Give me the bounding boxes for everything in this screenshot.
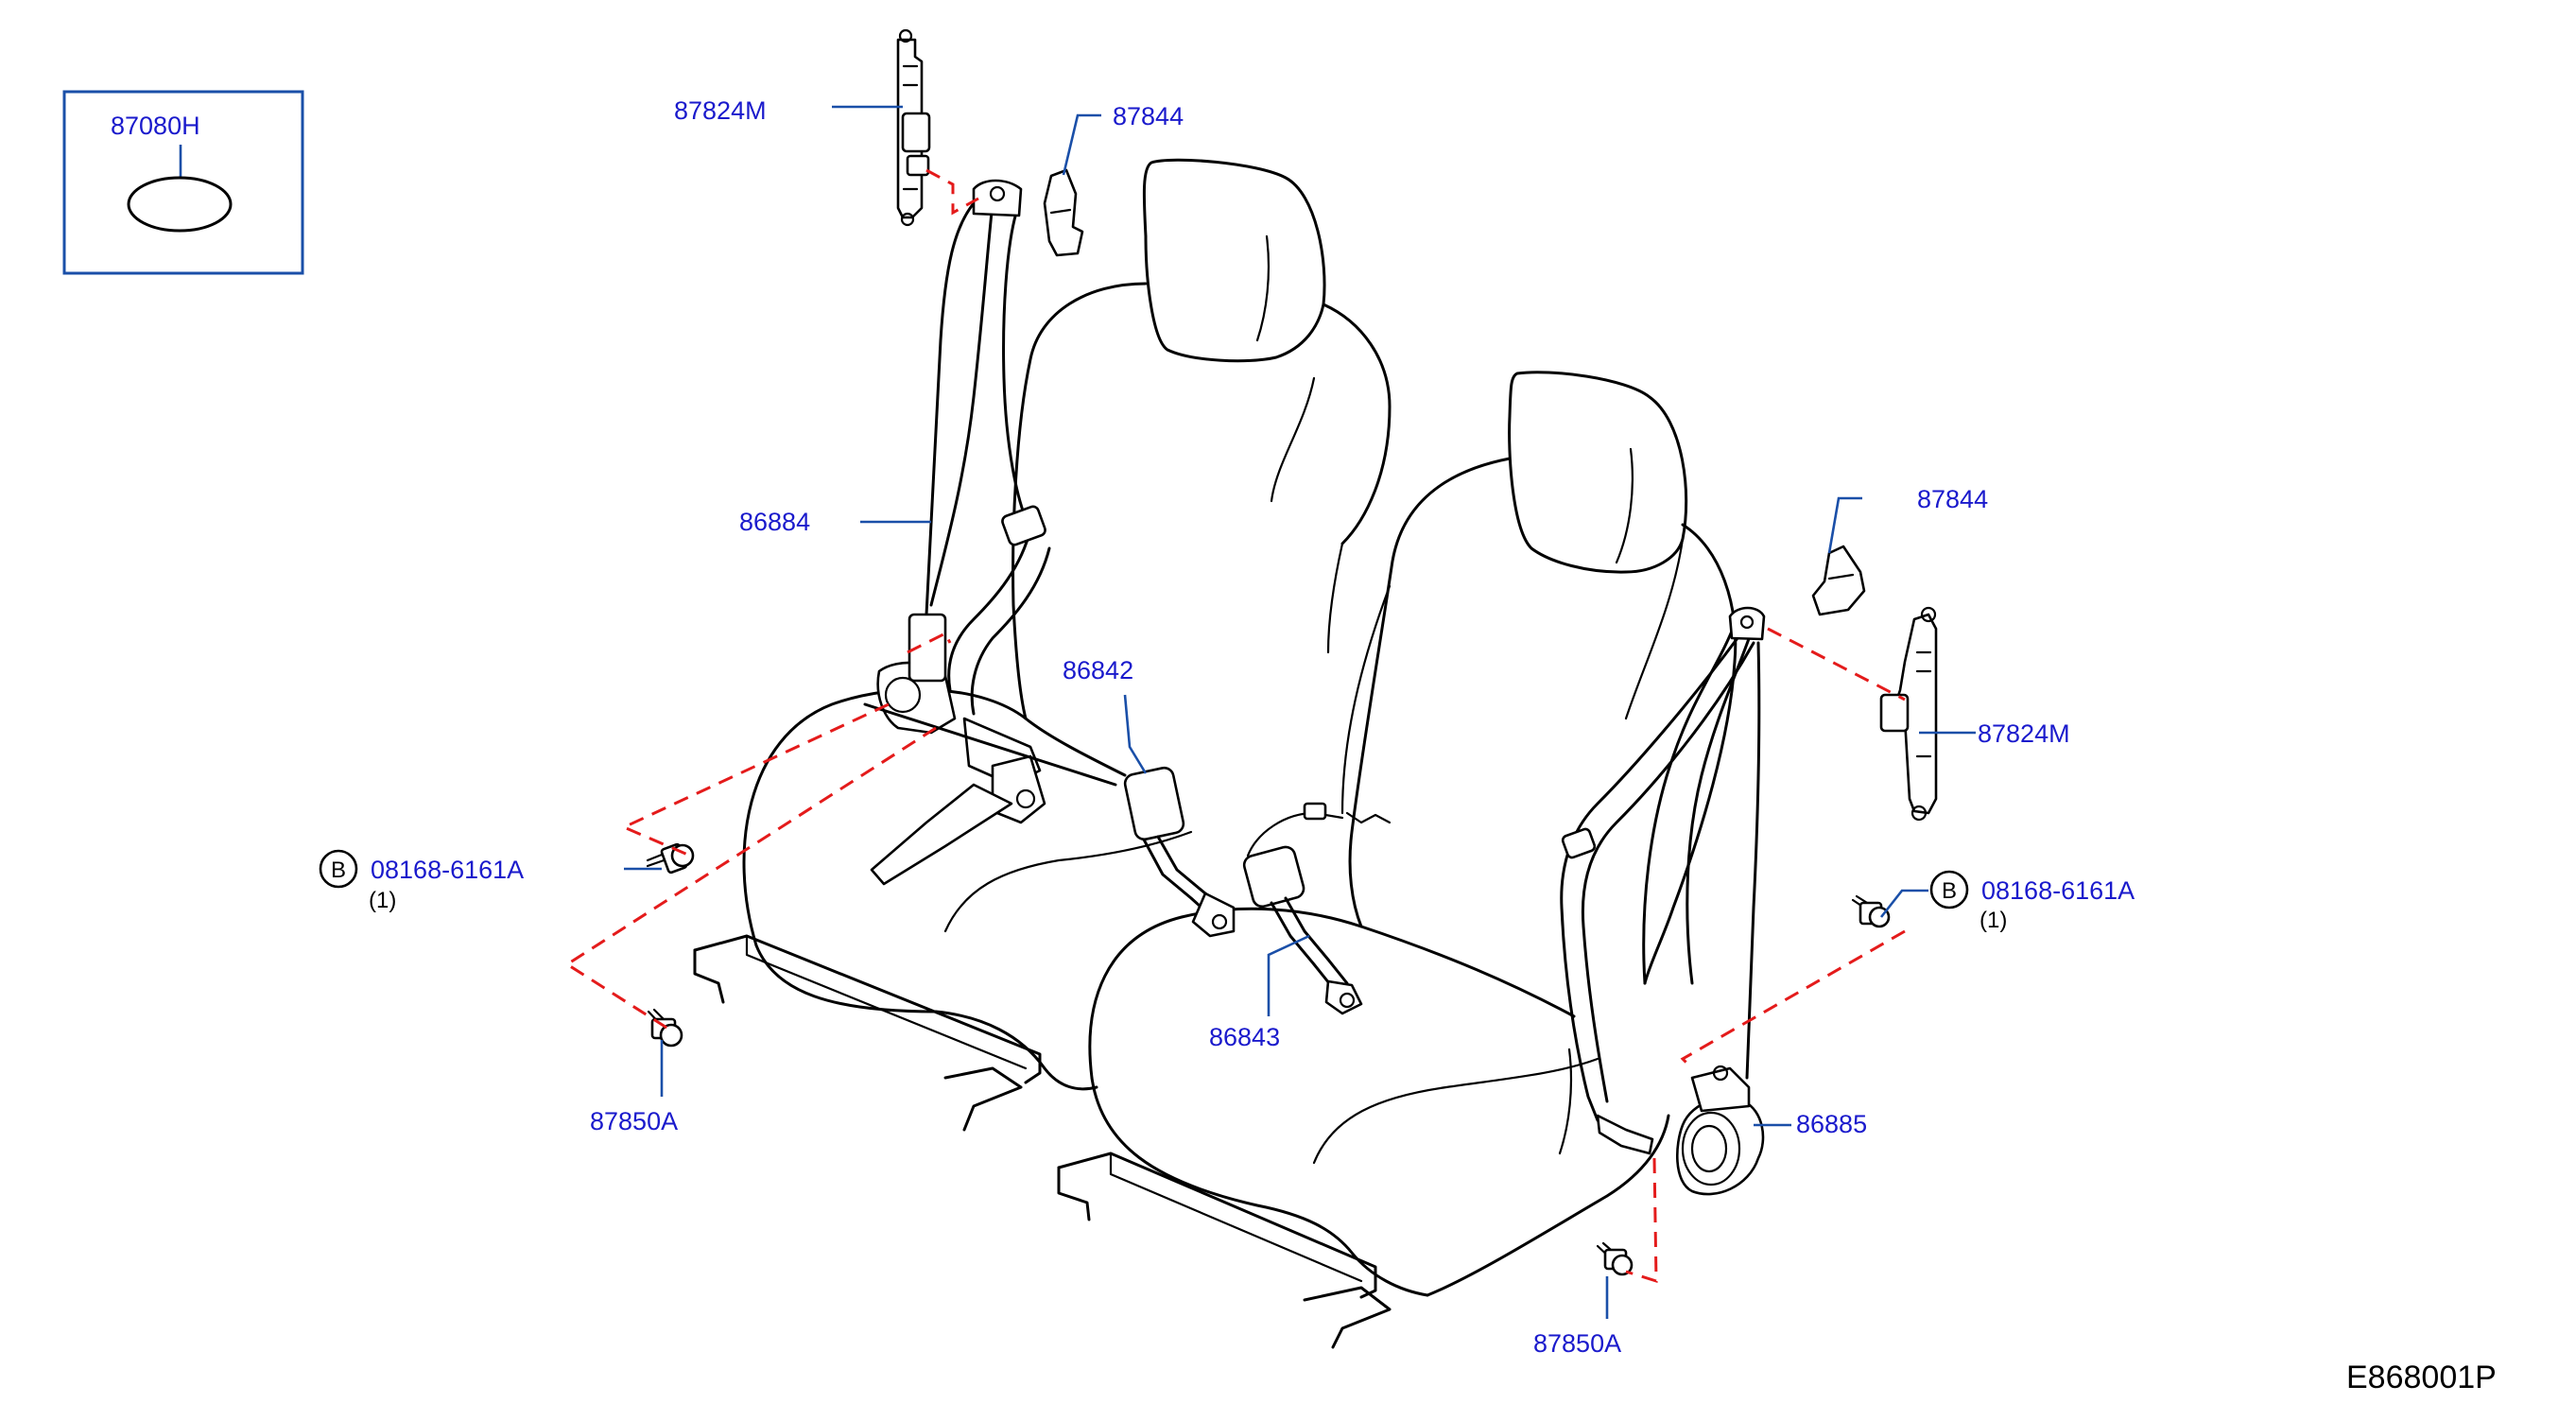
callout-labels: 87824M 87844 86884 86842 86843 87844 878… — [590, 96, 2070, 1358]
callout-87850a-left: 87850A — [590, 1107, 678, 1135]
callout-87824m-left: 87824M — [674, 96, 767, 125]
left-height-adjuster — [896, 28, 931, 227]
b-symbol-letter: B — [331, 857, 346, 883]
bolt-right-lower — [1596, 1241, 1634, 1276]
left-belt-assembly — [863, 179, 1117, 886]
callout-86885: 86885 — [1796, 1110, 1867, 1138]
right-seat — [1057, 371, 1738, 1349]
b-symbol-icon — [1929, 870, 1969, 909]
callout-86884: 86884 — [739, 508, 810, 536]
bolt-ref-right-qty: (1) — [1980, 908, 2007, 933]
bolt-right-upper — [1851, 894, 1891, 928]
bolt-left-lower — [647, 1008, 683, 1048]
bolt-ref-right-number: 08168-6161A — [1981, 876, 2135, 905]
dashed-guide-lines — [564, 168, 1906, 1284]
callout-87824m-right: 87824M — [1978, 719, 2070, 748]
diagram-code: E868001P — [2346, 1360, 2497, 1395]
bolt-ref-left-number: 08168-6161A — [371, 856, 524, 884]
callout-86842: 86842 — [1063, 656, 1133, 684]
buckle-86842 — [1123, 766, 1236, 938]
callout-86843: 86843 — [1209, 1023, 1280, 1051]
left-seat — [693, 158, 1392, 1132]
bolt-ref-right: B 08168-6161A (1) — [1929, 870, 2135, 933]
left-guide-cover — [1043, 168, 1084, 257]
b-symbol-letter: B — [1942, 878, 1957, 904]
right-guide-cover — [1811, 545, 1866, 616]
bolt-ref-left: B 08168-6161A (1) — [319, 849, 524, 913]
callout-87844-left: 87844 — [1113, 102, 1184, 130]
bolt-ref-left-qty: (1) — [369, 888, 396, 913]
callout-leaders — [624, 105, 1976, 1319]
right-belt-assembly — [1560, 606, 1766, 1196]
b-symbol-icon — [319, 849, 358, 889]
legend-ellipse-icon — [127, 176, 233, 233]
legend-part-number: 87080H — [111, 112, 200, 140]
legend-box: 87080H — [62, 90, 304, 275]
callout-87850a-right: 87850A — [1533, 1329, 1621, 1358]
buckle-86843 — [1242, 802, 1392, 1015]
right-height-adjuster — [1879, 606, 1938, 822]
callout-87844-right: 87844 — [1917, 485, 1988, 513]
